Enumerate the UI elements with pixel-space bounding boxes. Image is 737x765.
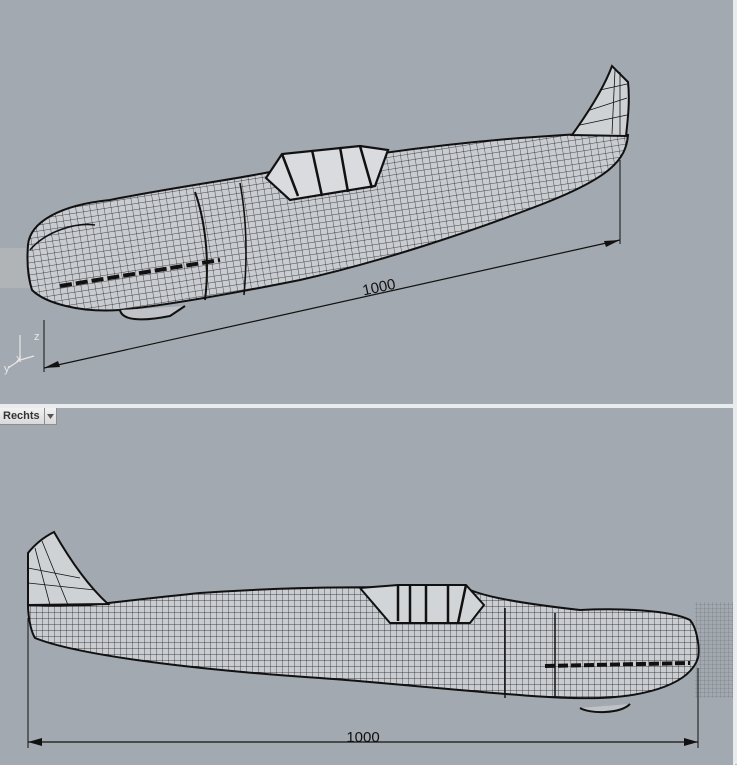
viewport-perspective[interactable]: 1000 z x y — [0, 0, 735, 404]
canopy-side — [357, 584, 486, 624]
dimension-line-bottom — [27, 618, 699, 748]
viewport-name-label[interactable]: Rechts — [0, 408, 45, 425]
ground-plane-hint — [0, 248, 30, 288]
fuselage-side-mesh — [26, 586, 700, 714]
fuselage-mesh — [26, 132, 630, 321]
tail-fin-side — [27, 530, 111, 607]
chevron-down-icon[interactable] — [44, 408, 57, 425]
perspective-scene: 1000 z x y — [0, 64, 630, 375]
axis-label-x: x — [16, 353, 22, 365]
viewport-splitter[interactable] — [0, 404, 737, 407]
viewport-title-tab[interactable]: Rechts — [0, 408, 57, 425]
axis-label-z: z — [34, 331, 40, 343]
window-frame-right — [733, 0, 737, 764]
world-axes-icon: z x y — [4, 331, 40, 375]
right-view-scene: 1000 — [26, 530, 733, 748]
axis-label-y: y — [4, 363, 10, 375]
viewport-right[interactable]: Rechts — [0, 407, 735, 765]
propeller-disc — [695, 602, 733, 698]
dimension-value-bottom: 1000 — [346, 729, 379, 746]
dimension-value-top: 1000 — [361, 276, 397, 300]
dimension-line-top — [43, 160, 621, 372]
canopy — [264, 144, 390, 202]
tail-fin-mesh — [570, 64, 630, 138]
